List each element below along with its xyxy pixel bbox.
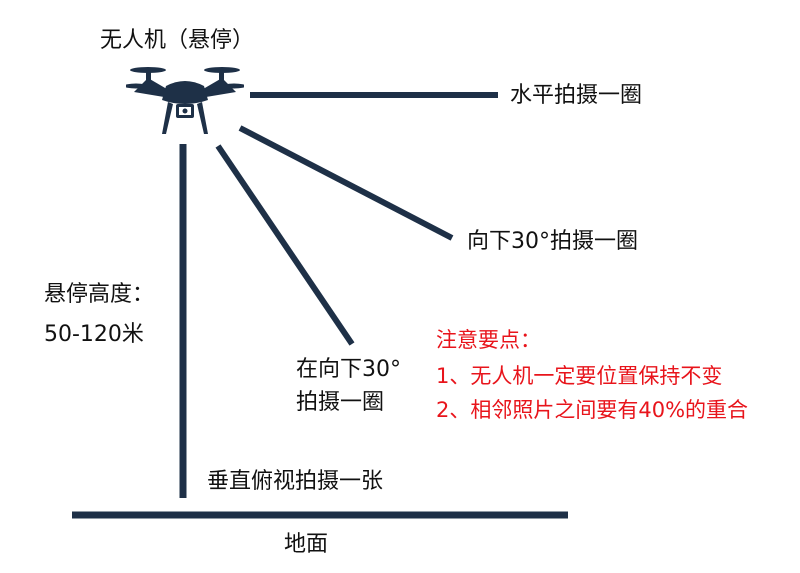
vertical-label: 垂直俯视拍摄一张 [207, 469, 384, 494]
height-value: 50-120米 [44, 322, 144, 347]
ground-label: 地面 [284, 532, 329, 557]
height-label: 悬停高度： [44, 282, 155, 307]
drone-title: 无人机（悬停） [100, 28, 255, 53]
down-30-label: 向下30°拍摄一圈 [467, 229, 638, 254]
notes-item-2: 2、相邻照片之间要有40%的重合 [436, 398, 749, 422]
down-30-line [238, 125, 454, 241]
down-30-again-line [215, 144, 355, 346]
down-30-again-label-line2: 拍摄一圈 [296, 390, 385, 415]
notes-item-1: 1、无人机一定要位置保持不变 [436, 364, 723, 388]
notes-title: 注意要点： [436, 328, 541, 352]
horizontal-label: 水平拍摄一圈 [510, 83, 643, 108]
down-30-again-label-line1: 在向下30° [296, 357, 401, 382]
drone-icon [126, 67, 244, 134]
